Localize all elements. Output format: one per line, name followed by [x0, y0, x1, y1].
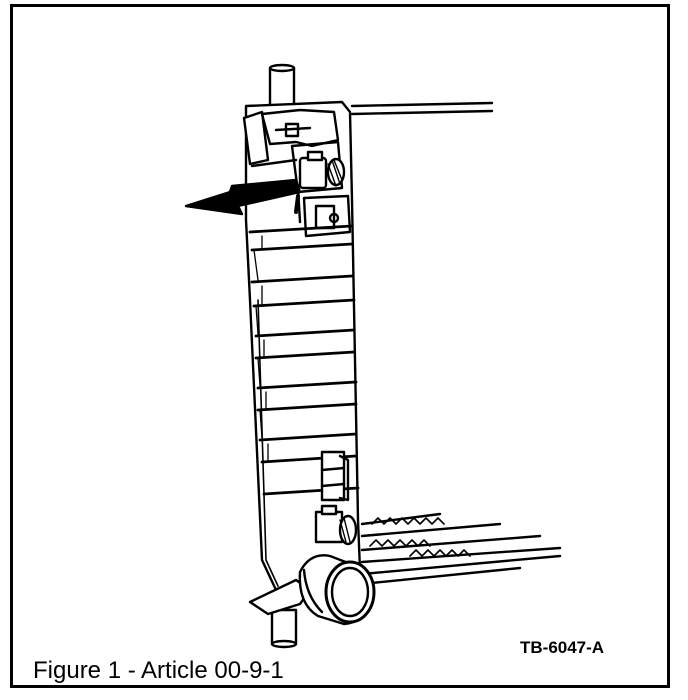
bottom-mounting-post: [270, 608, 298, 649]
tank-left-edge: [257, 299, 279, 587]
reference-code: TB-6047-A: [520, 638, 605, 657]
upper-drain-fitting: [290, 140, 346, 224]
lower-fitting: [314, 504, 358, 546]
rib-shading: [253, 235, 269, 461]
figure-caption: Figure 1 - Article 00-9-1: [33, 657, 284, 684]
arrow-pointer: [184, 178, 302, 216]
mid-bracket: [302, 194, 352, 238]
side-clip: [320, 450, 350, 502]
radiator-core: [350, 101, 562, 586]
tank-ribs: [248, 224, 360, 496]
outlet-neck: [298, 554, 376, 626]
